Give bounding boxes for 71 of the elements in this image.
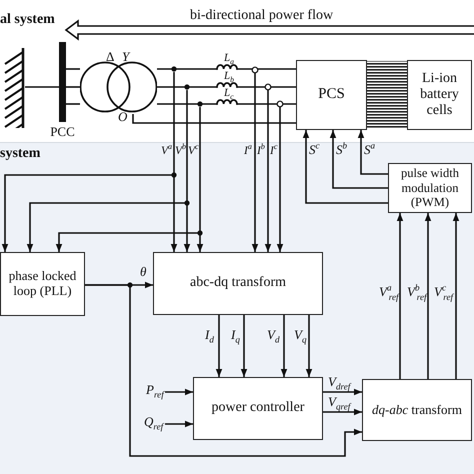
connector xyxy=(358,130,388,175)
connector xyxy=(252,73,258,252)
edge-label: I$_{d}$ xyxy=(205,328,214,342)
inductor-label: L$_{b}$ xyxy=(224,71,234,82)
block-box: pulse width modulation (PWM) xyxy=(388,163,472,213)
edge-label: V$^{b}$ xyxy=(175,145,186,158)
connector xyxy=(85,284,362,457)
edge-label: V$_{q}$ xyxy=(294,328,306,342)
edge-label: I$^{b}$ xyxy=(257,145,265,158)
connector xyxy=(66,86,80,88)
section-title: al system xyxy=(0,12,55,28)
block-box: phase locked loop (PLL) xyxy=(0,252,85,316)
connector xyxy=(132,114,296,124)
connector xyxy=(276,107,284,252)
connector xyxy=(170,72,178,252)
connector xyxy=(165,388,193,396)
connector xyxy=(56,232,200,252)
connector xyxy=(452,213,460,379)
connector xyxy=(196,107,204,252)
block-box: PCS xyxy=(296,60,367,130)
winding-label: O xyxy=(118,110,128,124)
edge-label: S$^{b}$ xyxy=(336,143,348,158)
connector xyxy=(2,174,174,252)
connector xyxy=(396,213,404,379)
connector xyxy=(306,315,312,377)
connector xyxy=(184,90,190,252)
edge-label: V$^{c}$ xyxy=(188,145,199,158)
edge-label: V$^{a}$ xyxy=(161,145,172,158)
section-title: system xyxy=(0,146,40,162)
block-box: abc-dq transform xyxy=(153,252,323,315)
connector xyxy=(330,130,388,189)
label: bi-directional power flow xyxy=(190,8,334,24)
block-box: power controller xyxy=(193,377,323,440)
connector xyxy=(323,408,362,416)
connector xyxy=(424,213,432,379)
connector xyxy=(66,103,80,105)
edge-label: Q$_{ref}$ xyxy=(144,415,164,430)
edge-label: S$^{c}$ xyxy=(309,143,320,158)
block-box: dq-abc transform xyxy=(362,379,472,441)
connector xyxy=(157,86,216,88)
connector xyxy=(216,315,222,377)
block-box: Li-ion battery cells xyxy=(407,60,472,130)
dc-bus xyxy=(367,61,407,129)
connector xyxy=(157,103,216,105)
edge-label: I$^{c}$ xyxy=(270,145,278,158)
connector xyxy=(238,68,296,70)
connector xyxy=(280,315,288,377)
edge-label: V$_{dref}$ xyxy=(328,375,350,390)
winding-label: Y xyxy=(122,50,130,64)
edge-label: V$_{qref}$ xyxy=(328,395,350,410)
edge-label: P$_{ref}$ xyxy=(146,383,164,398)
connector xyxy=(264,90,272,252)
edge-label: V$_{d}$ xyxy=(267,328,280,342)
connector xyxy=(66,68,80,70)
busbar-label: PCC xyxy=(49,125,76,138)
inductor-label: L$_{a}$ xyxy=(224,53,234,64)
edge-label: S$^{a}$ xyxy=(364,143,376,158)
edge-label: I$^{a}$ xyxy=(244,145,252,158)
edge-label: I$_{q}$ xyxy=(231,328,240,342)
connector xyxy=(157,68,216,70)
winding-label: Δ xyxy=(106,50,114,64)
connector xyxy=(26,202,187,252)
connector xyxy=(238,103,296,105)
connector xyxy=(240,315,248,377)
connector xyxy=(238,86,296,88)
connector xyxy=(302,130,388,204)
connector xyxy=(165,420,193,428)
connector xyxy=(25,86,59,88)
inductor-label: L$_{c}$ xyxy=(224,88,234,99)
edge-label: θ xyxy=(140,265,146,280)
connector xyxy=(323,388,362,396)
